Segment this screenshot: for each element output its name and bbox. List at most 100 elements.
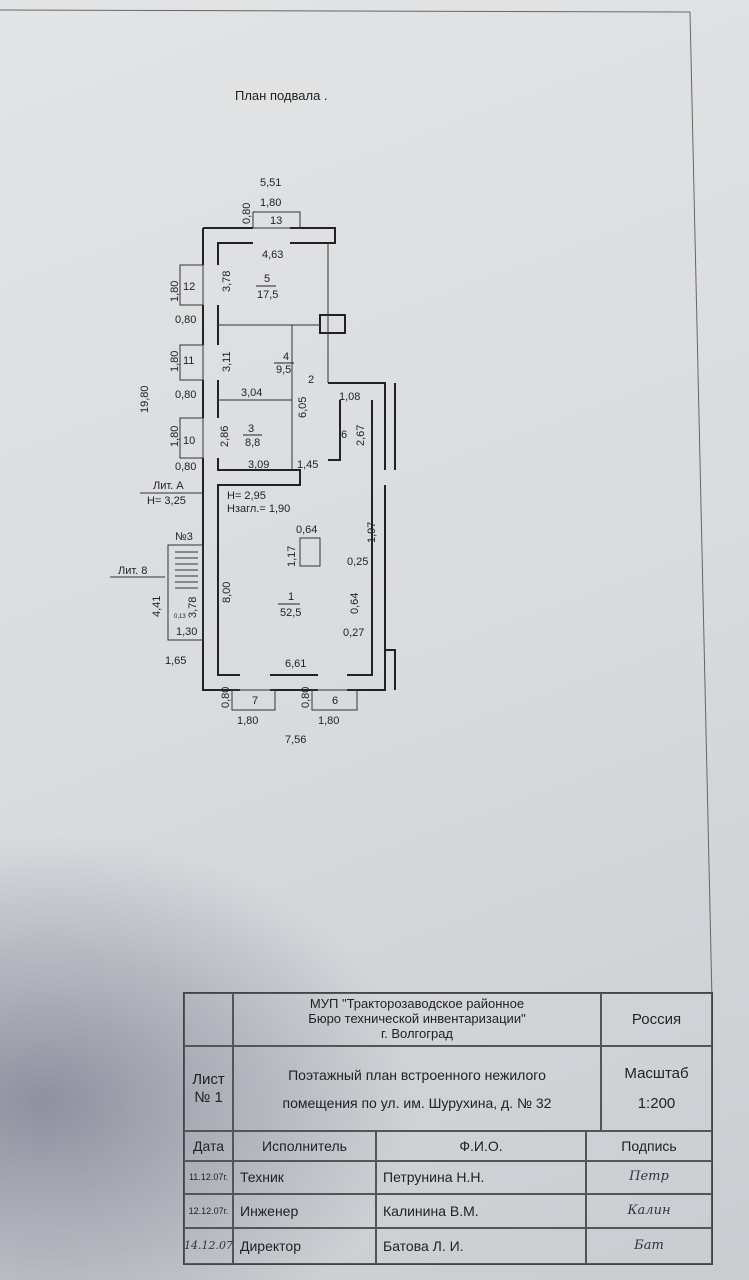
svg-text:8,00: 8,00 [221,582,233,603]
row-name: Петрунина Н.Н. [376,1161,586,1194]
header-name: Ф.И.О. [376,1131,586,1161]
svg-text:12: 12 [183,281,195,293]
desc-line: помещения по ул. им. Шурухина, д. № 32 [282,1094,552,1111]
svg-text:1,17: 1,17 [286,546,298,567]
svg-text:52,5: 52,5 [280,607,301,619]
scale-label: Масштаб [624,1064,689,1082]
dimension-labels: 5,51 1,80 0,80 4,63 3,78 1,80 0,80 3,11 … [139,177,378,746]
blank-cell [184,993,233,1046]
plan-title: План подвала . [235,88,328,103]
row-date: 14.12.07 [184,1228,233,1264]
partitions [110,211,358,711]
svg-text:4,63: 4,63 [262,249,283,261]
svg-text:0,80: 0,80 [175,389,196,401]
frame-top [0,9,691,13]
svg-text:11: 11 [183,355,194,367]
svg-text:2,67: 2,67 [355,425,367,446]
row-role: Директор [233,1228,376,1264]
header-signature: Подпись [586,1131,712,1161]
svg-text:1,97: 1,97 [366,522,378,543]
svg-text:7: 7 [252,695,258,707]
header-date: Дата [184,1131,233,1161]
svg-text:0,80: 0,80 [175,314,196,326]
svg-text:19,80: 19,80 [139,385,151,413]
row-name: Батова Л. И. [376,1228,586,1264]
svg-text:5: 5 [264,273,270,285]
svg-text:6,61: 6,61 [285,658,306,670]
svg-text:0,64: 0,64 [296,524,317,536]
svg-text:3,11: 3,11 [221,351,233,372]
svg-text:0,64: 0,64 [349,593,361,614]
svg-text:3,09: 3,09 [248,459,269,471]
row-date: 11.12.07г. [184,1161,233,1194]
org-line: МУП "Тракторозаводское районное [309,996,525,1012]
sheet-label: Лист [192,1071,225,1089]
svg-text:№3: №3 [175,531,193,543]
svg-text:2,86: 2,86 [219,426,231,447]
svg-text:Н= 3,25: Н= 3,25 [147,495,186,507]
svg-text:6: 6 [332,695,338,707]
svg-text:1,80: 1,80 [169,351,181,372]
svg-text:Лит. А: Лит. А [153,480,184,492]
svg-text:13: 13 [270,215,282,227]
frame-right [689,11,713,1001]
row-role: Инженер [233,1194,376,1228]
row-signature: Калин [586,1194,712,1228]
svg-text:6: 6 [341,429,347,441]
svg-text:1: 1 [288,591,294,603]
svg-text:4,41: 4,41 [151,596,163,617]
svg-text:4: 4 [283,351,289,363]
row-name: Калинина В.М. [376,1194,586,1228]
sheet-no: № 1 [194,1088,223,1106]
svg-text:0,25: 0,25 [347,556,368,568]
svg-text:6,05: 6,05 [297,397,309,418]
row-signature: Бат [586,1228,712,1264]
svg-text:Лит. 8: Лит. 8 [118,565,147,577]
row-role: Техник [233,1161,376,1194]
svg-text:7,56: 7,56 [285,734,306,746]
svg-text:1,45: 1,45 [297,459,318,471]
svg-text:17,5: 17,5 [257,289,278,301]
header-executor: Исполнитель [233,1131,376,1161]
row-signature: Петр [586,1161,712,1194]
scale-value: 1:200 [637,1094,676,1112]
row-date: 12.12.07г. [184,1194,233,1228]
svg-text:0,13: 0,13 [174,614,186,620]
svg-text:1,80: 1,80 [260,197,281,209]
svg-text:0,80: 0,80 [220,687,232,708]
desc-line: Поэтажный план встроенного нежилого [288,1066,546,1083]
org-line: Бюро технической инвентаризации" [308,1011,526,1027]
scale: Масштаб 1:200 [601,1046,712,1131]
svg-text:0,80: 0,80 [175,461,196,473]
svg-text:8,8: 8,8 [245,437,260,449]
svg-text:0,80: 0,80 [300,687,312,708]
svg-text:3,78: 3,78 [221,271,233,292]
svg-text:5,51: 5,51 [260,177,281,189]
svg-text:1,80: 1,80 [318,715,339,727]
svg-text:1,80: 1,80 [169,426,181,447]
svg-text:Нзагл.= 1,90: Нзагл.= 1,90 [227,503,290,515]
svg-text:1,80: 1,80 [237,715,258,727]
svg-text:3,78: 3,78 [187,597,199,618]
svg-text:0,80: 0,80 [241,203,253,224]
svg-text:9,5: 9,5 [276,364,291,376]
shadow [0,830,420,1280]
svg-text:Н= 2,95: Н= 2,95 [227,490,266,502]
svg-text:1,65: 1,65 [165,655,186,667]
room-labels: 49,5 5 17,5 3 8,8 1 52,5 2 6 7 6 10 11 12 1… [118,215,347,707]
svg-text:10: 10 [183,435,195,447]
svg-text:3: 3 [248,423,254,435]
svg-text:3,04: 3,04 [241,387,262,399]
svg-text:2: 2 [308,374,314,386]
plan-description: Поэтажный план встроенного нежилого помещ… [233,1046,601,1131]
walls [202,227,396,691]
svg-text:1,30: 1,30 [176,626,197,638]
svg-text:0,27: 0,27 [343,627,364,639]
svg-text:1,08: 1,08 [339,391,360,403]
svg-text:1,80: 1,80 [169,281,181,302]
